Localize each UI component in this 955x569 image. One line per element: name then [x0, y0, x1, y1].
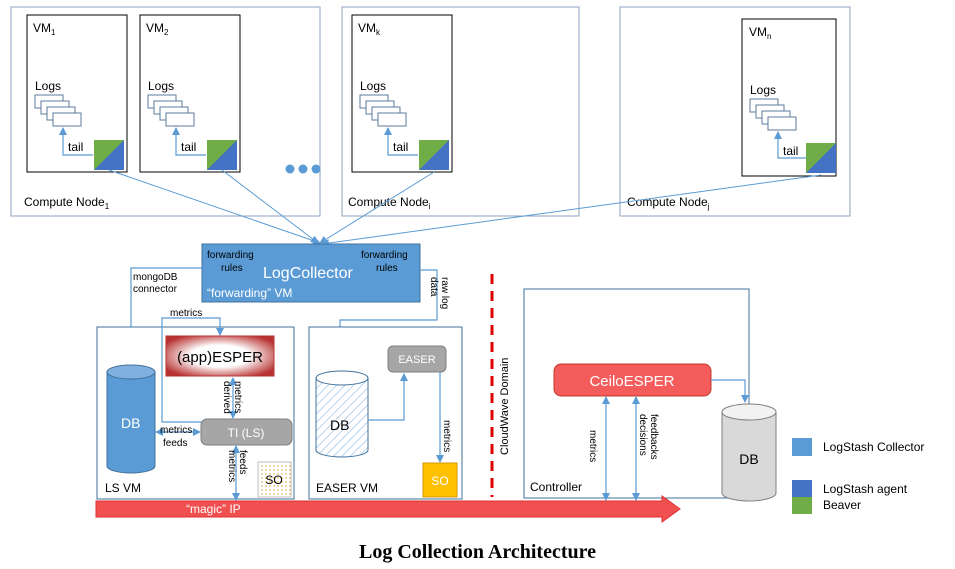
vm-n-tail-label: tail [783, 144, 798, 158]
vm-k-tail-label: tail [393, 140, 408, 154]
vm-n-logs-icon [749, 98, 797, 131]
easer-box [387, 345, 447, 373]
raw-log-data-label: raw logdata [428, 277, 450, 309]
ls-so-label: SO [265, 473, 282, 487]
feeds-metrics-label: feedsmetrics [226, 450, 248, 482]
easer-db-cylinder [315, 370, 369, 458]
controller-db-cylinder [721, 403, 777, 502]
easer-vm-label: EASER VM [316, 481, 378, 495]
forwarding-vm-label: “forwarding” VM [207, 286, 292, 300]
easer-so-box [422, 462, 458, 498]
app-esper-label: (app)ESPER [177, 349, 263, 366]
derived-metrics-label: derivedmetrics [221, 381, 243, 414]
ceilo-esper-label: CeiloESPER [589, 373, 674, 390]
ls-db-label: DB [121, 415, 140, 431]
log-collector-box [201, 243, 421, 303]
vm-1-agent-icon [94, 140, 124, 170]
magic-ip-label: “magic” IP [186, 502, 241, 516]
vm-k-logs-icon [359, 94, 407, 127]
vm-1-tail-label: tail [68, 140, 83, 154]
ls-so-box [257, 461, 292, 498]
easer-so-label: SO [431, 474, 448, 488]
metrics-top-arrow [161, 317, 224, 423]
vm-1-logs-label: Logs [35, 79, 61, 93]
magic-ip-arrow [95, 495, 681, 523]
app-esper-box [165, 335, 275, 377]
vm-2-label: VM2 [146, 21, 169, 37]
legend-beaver-swatch [792, 497, 812, 514]
compute-node-j-label: Compute Nodej [627, 195, 710, 211]
controller-db-label: DB [739, 451, 758, 467]
cloudwave-domain-label: CloudWave Domain [499, 358, 511, 455]
vm-k-label: VMk [358, 21, 381, 37]
architecture-diagram: Compute Node1 VM1 Logs tail VM2 Logs tai… [10, 6, 924, 523]
ls-vm-label: LS VM [105, 481, 141, 495]
vm-k-logs-label: Logs [360, 79, 386, 93]
vm-n-logs-label: Logs [750, 83, 776, 97]
vm-2-agent-icon [207, 140, 237, 170]
compute-node-i-label: Compute Nodei [348, 195, 431, 211]
ti-ls-box [200, 418, 293, 446]
legend-agent-label: LogStash agent [823, 482, 908, 496]
figure-caption: Log Collection Architecture [359, 541, 596, 563]
vm-2-logs-icon [147, 94, 195, 127]
compute-node-1-label: Compute Node1 [24, 195, 110, 211]
legend-collector-swatch [792, 438, 812, 456]
easer-label: EASER [398, 354, 435, 366]
vm-2-tail-label: tail [181, 140, 196, 154]
ellipsis-icon-1 [285, 164, 321, 174]
legend-collector-label: LogStash Collector [823, 440, 924, 454]
metrics-top-label: metrics [170, 308, 202, 319]
vm-n-label: VMn [749, 25, 771, 41]
agent-to-collector-lines [108, 169, 822, 248]
vm-k-agent-icon [419, 140, 449, 170]
vm-2-logs-label: Logs [148, 79, 174, 93]
easer-db-label: DB [330, 417, 349, 433]
log-collector-title: LogCollector [263, 265, 354, 282]
vm-n-agent-icon [806, 143, 836, 173]
controller-metrics-label: metrics [587, 430, 598, 462]
legend-beaver-label: Beaver [823, 498, 861, 512]
vm-1-label: VM1 [33, 21, 56, 37]
easer-metrics-label: metrics [441, 420, 452, 452]
ti-ls-label: TI (LS) [228, 426, 265, 440]
decisions-feedbacks-label: decisionsfeedbacks [637, 414, 659, 460]
legend-agent-swatch [792, 480, 812, 497]
controller-label: Controller [530, 480, 582, 494]
ls-db-cylinder [106, 364, 156, 474]
vm-1-logs-icon [34, 94, 82, 127]
